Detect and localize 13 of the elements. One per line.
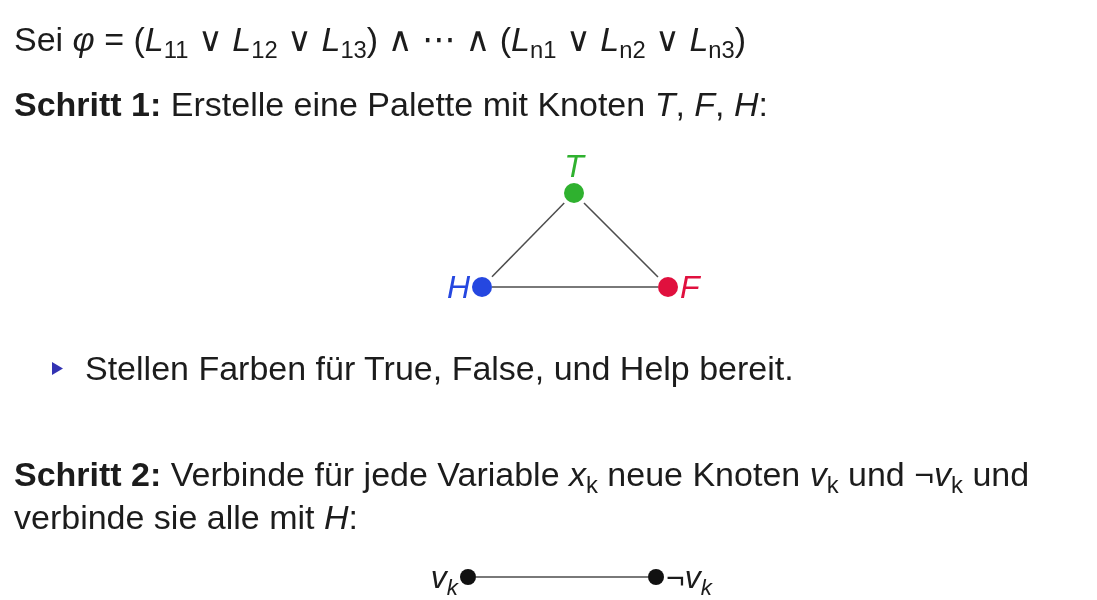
edge-line <box>583 202 659 278</box>
formula-text: Sei φ = (L$_{11}$ ∨ L$_{12}$ ∨ L$_{13}$) ∧ ⋯ ∧ (L$_{n1}$ ∨ L$_{n2}$ ∨ L$_{n3}$) <box>14 19 747 61</box>
edge-line <box>475 576 649 578</box>
vertex-label: v$_{k}$ <box>430 561 458 593</box>
step-text: Schritt 2: Verbinde für jede Variable x$_{k}$ neue Knoten v$_{k}$ und ¬v$_{k}$ und verbinde sie alle mit H: <box>14 454 1031 538</box>
vertex-label: H <box>446 271 470 303</box>
edge-line <box>491 202 565 278</box>
edge-line <box>491 286 659 288</box>
vertex-label: F <box>680 271 700 303</box>
bullet-text: Stellen Farben für True, False, und Help bereit. <box>85 348 794 389</box>
vertex-label: T <box>564 150 584 182</box>
vertex-label: ¬v$_{k}$ <box>666 561 712 593</box>
step-text: Schritt 1: Erstelle eine Palette mit Knoten T, F, H: <box>14 84 768 125</box>
